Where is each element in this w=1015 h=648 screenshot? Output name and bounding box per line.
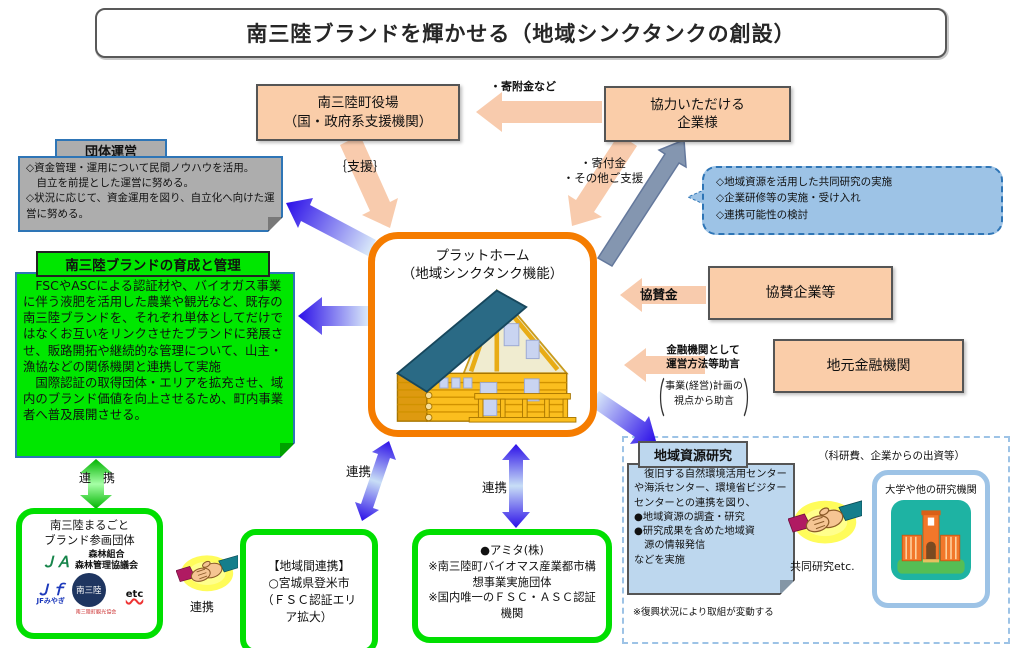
organization-note-body: ◇資金管理・運用について民間ノウハウを活用。 自立を前提とした運営に努める。 ◇… bbox=[18, 156, 283, 232]
box-cooperating-companies: 協力いただける 企業様 bbox=[604, 86, 791, 142]
research-region bbox=[622, 436, 1010, 644]
label-funding: （科研費、企業からの出資等） bbox=[818, 450, 965, 462]
arrow-donation-down bbox=[568, 134, 637, 226]
brand-note-body: FSCやASCによる認証材や、バイオガス事業に伴う液肥を活用した農業や観光など、… bbox=[15, 272, 295, 458]
label-renkei-handshake: 連携 bbox=[190, 600, 215, 614]
arrow-renkei-amita bbox=[502, 444, 530, 528]
university-label: 大学や他の研究機関 bbox=[885, 485, 977, 496]
brand-note-title: 南三陸ブランドの育成と管理 bbox=[36, 251, 270, 277]
platform-box: プラットホーム （地域シンクタンク機能） bbox=[368, 232, 597, 437]
label-renkei-regional: 連携 bbox=[346, 464, 372, 479]
bracket-close: ） bbox=[742, 376, 760, 425]
box-sponsor-companies: 協賛企業等 bbox=[708, 266, 893, 320]
seal-sub-label: 南三陸町観光協会 bbox=[75, 609, 117, 616]
arrow-platform-to-research bbox=[589, 391, 656, 444]
arrow-renkei-regional bbox=[355, 441, 396, 521]
box-regional-alliance: 【地域間連携】 ○宮城県登米市 （ＦＳＣ認証エリ ア拡大） bbox=[240, 529, 378, 648]
minamisanriku-seal-logo: 南三陸 bbox=[71, 572, 106, 607]
members-logos-row2: Ｊｆ JFみやぎ 南三陸 南三陸町観光協会 etc bbox=[22, 572, 157, 616]
bracket-open: （ bbox=[648, 376, 666, 425]
handshake-research-icon bbox=[787, 492, 863, 558]
label-sponsor-money: 協賛金 bbox=[640, 287, 678, 302]
title-banner: 南三陸ブランドを輝かせる（地域シンクタンクの創設） bbox=[95, 8, 947, 58]
members-logos-row1: ＪＡ 森林組合 森林管理協議会 bbox=[22, 550, 157, 572]
box-university: 大学や他の研究機関 bbox=[872, 470, 990, 608]
arrow-support-down bbox=[340, 135, 398, 228]
label-recovery-note: ※復興状況により取組が変動する bbox=[633, 607, 774, 618]
box-amita: ●アミタ(株) ※南三陸町バイオマス産業都市構想事業実施団体 ※国内唯一のＦＳＣ… bbox=[412, 529, 612, 643]
label-renkei-amita: 連携 bbox=[482, 480, 508, 495]
label-support: ｛支援｝ bbox=[333, 160, 386, 175]
arrow-renkei-members bbox=[80, 459, 112, 509]
handshake-members-icon bbox=[175, 548, 239, 604]
box-brand-members: 南三陸まるごと ブランド参画団体 ＪＡ 森林組合 森林管理協議会 Ｊｆ JFみや… bbox=[16, 508, 163, 639]
label-donation-side: ・寄付金 ・その他ご支援 bbox=[562, 156, 644, 185]
research-note-body: 復旧する自然環境活用センターや海浜センター、環境省ビジターセンターとの連携を図り… bbox=[627, 463, 795, 595]
callout-collaboration: ◇地域資源を活用した共同研究の実施 ◇企業研修等の実施・受け入れ ◇連携可能性の… bbox=[702, 166, 1003, 235]
ja-logo: ＪＡ bbox=[40, 552, 71, 571]
box-town-hall: 南三陸町役場 （国・政府系支援機関） bbox=[256, 84, 460, 141]
arrow-platform-to-companies bbox=[596, 138, 687, 268]
jf-logo-sub: JFみやぎ bbox=[36, 597, 65, 606]
label-donation-top: ・寄附金など bbox=[490, 80, 556, 93]
label-finance-advice: 金融機関として 運営方法等助言 bbox=[666, 344, 740, 370]
log-house-icon bbox=[395, 289, 576, 423]
arrow-platform-to-brand bbox=[298, 297, 368, 335]
members-title: 南三陸まるごと ブランド参画団体 bbox=[44, 519, 135, 547]
jf-logo: Ｊｆ bbox=[35, 581, 66, 600]
arrow-sponsor-money bbox=[620, 278, 706, 312]
bracket-finance-text: 事業(経営)計画の 視点から助言 bbox=[665, 381, 743, 407]
label-joint-research: 共同研究etc. bbox=[790, 560, 855, 573]
forest-association-logo: 森林組合 森林管理協議会 bbox=[75, 550, 139, 572]
arrow-finance-advice bbox=[624, 348, 705, 382]
research-note-title: 地域資源研究 bbox=[638, 441, 748, 468]
label-renkei-members: 連 携 bbox=[78, 471, 115, 485]
arrow-platform-to-organization bbox=[286, 198, 376, 256]
bracket-finance-advice: （ 事業(経営)計画の 視点から助言 ） bbox=[644, 377, 764, 425]
arrow-donation-top bbox=[476, 92, 602, 132]
platform-label: プラットホーム （地域シンクタンク機能） bbox=[401, 248, 564, 283]
box-local-financial: 地元金融機関 bbox=[773, 339, 964, 393]
university-building-icon bbox=[891, 500, 971, 580]
etc-label: etc bbox=[125, 588, 144, 600]
